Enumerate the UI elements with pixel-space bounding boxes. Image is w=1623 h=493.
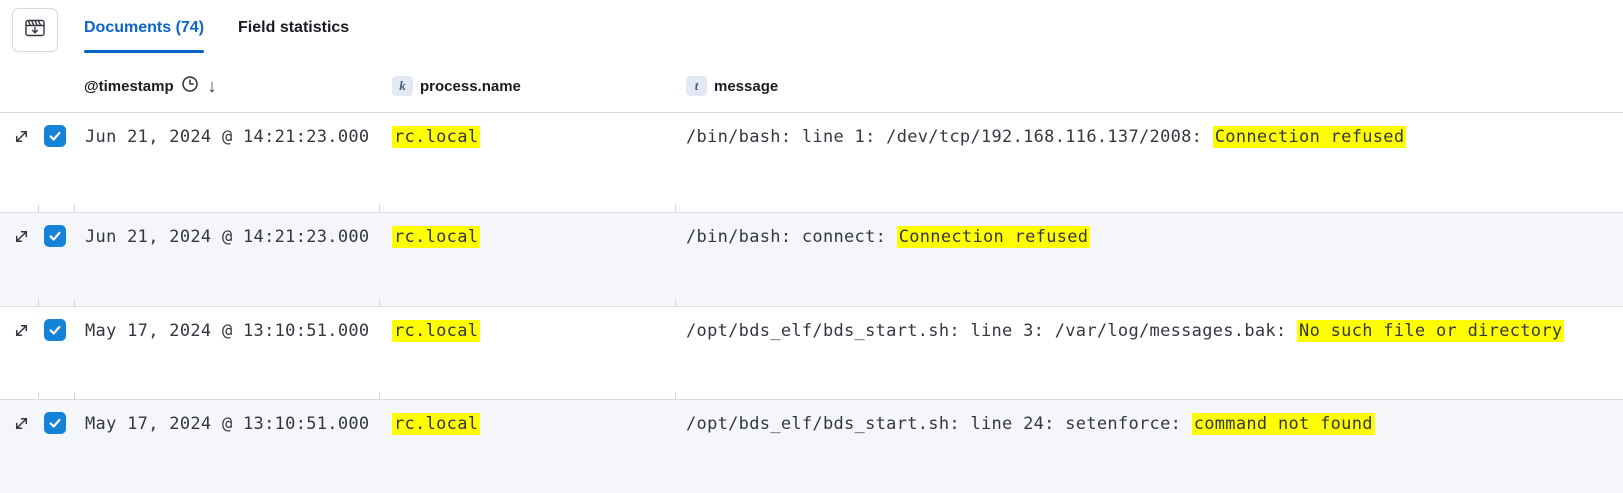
cell-divider-tick (38, 392, 39, 399)
expand-icon (15, 230, 27, 242)
film-tray-arrow-down-icon (23, 16, 47, 45)
process-name-cell[interactable]: rc.local (392, 126, 481, 148)
timestamp-cell[interactable]: Jun 21, 2024 @ 14:21:23.000 (85, 227, 370, 247)
message-cell[interactable]: /bin/bash: line 1: /dev/tcp/192.168.116.… (686, 126, 1407, 148)
expand-row-button[interactable] (11, 320, 31, 340)
row-checkbox[interactable] (44, 412, 66, 434)
cell-divider-tick (379, 392, 380, 399)
view-tabs: Documents (74) Field statistics (84, 0, 349, 56)
column-header-timestamp-label: @timestamp (84, 77, 174, 95)
display-options-button[interactable] (12, 8, 58, 52)
cell-divider-tick (675, 299, 676, 306)
column-header-message[interactable]: t message (686, 60, 778, 112)
expand-icon (15, 324, 27, 336)
timestamp-cell[interactable]: May 17, 2024 @ 13:10:51.000 (85, 321, 370, 341)
message-text: /opt/bds_elf/bds_start.sh: line 24: sete… (686, 414, 1192, 434)
process-name-cell[interactable]: rc.local (392, 413, 481, 435)
process-name-cell[interactable]: rc.local (392, 320, 481, 342)
checkmark-icon (49, 231, 61, 241)
cell-divider-tick (38, 205, 39, 212)
expand-icon (15, 417, 27, 429)
tab-documents[interactable]: Documents (74) (84, 0, 205, 56)
expand-row-button[interactable] (11, 126, 31, 146)
cell-divider-tick (675, 392, 676, 399)
message-cell[interactable]: /bin/bash: connect: Connection refused (686, 226, 1091, 248)
process-name-cell[interactable]: rc.local (392, 226, 481, 248)
highlighted-term: rc.local (392, 413, 481, 435)
column-header-process-name[interactable]: k process.name (392, 60, 521, 112)
timestamp-cell[interactable]: Jun 21, 2024 @ 14:21:23.000 (85, 127, 370, 147)
expand-icon (15, 130, 27, 142)
text-field-type-badge: t (686, 76, 707, 96)
grid-header: @timestamp ↓ k process.name t message (0, 60, 1623, 113)
message-cell[interactable]: /opt/bds_elf/bds_start.sh: line 24: sete… (686, 413, 1375, 435)
cell-divider-tick (379, 205, 380, 212)
checkmark-icon (49, 418, 61, 428)
message-text: /bin/bash: line 1: /dev/tcp/192.168.116.… (686, 127, 1213, 147)
row-checkbox[interactable] (44, 225, 66, 247)
cell-divider-tick (74, 392, 75, 399)
cell-divider-tick (675, 205, 676, 212)
column-header-process-name-label: process.name (420, 77, 521, 95)
highlighted-term: Connection refused (896, 226, 1091, 248)
cell-divider-tick (38, 299, 39, 306)
sort-descending-icon[interactable]: ↓ (207, 75, 217, 96)
highlighted-term: Connection refused (1212, 126, 1407, 148)
table-row: Jun 21, 2024 @ 14:21:23.000 rc.local /bi… (0, 205, 1623, 306)
expand-row-button[interactable] (11, 226, 31, 246)
message-text: /bin/bash: connect: (686, 227, 897, 247)
table-row: Jun 21, 2024 @ 14:21:23.000 rc.local /bi… (0, 113, 1623, 213)
cell-divider-tick (74, 299, 75, 306)
timestamp-cell[interactable]: May 17, 2024 @ 13:10:51.000 (85, 414, 370, 434)
table-row: May 17, 2024 @ 13:10:51.000 rc.local /op… (0, 392, 1623, 493)
checkmark-icon (49, 131, 61, 141)
message-cell[interactable]: /opt/bds_elf/bds_start.sh: line 3: /var/… (686, 320, 1565, 342)
message-text: /opt/bds_elf/bds_start.sh: line 3: /var/… (686, 321, 1298, 341)
highlighted-term: rc.local (392, 226, 481, 248)
highlighted-term: rc.local (392, 126, 481, 148)
row-checkbox[interactable] (44, 125, 66, 147)
highlighted-term: No such file or directory (1297, 320, 1565, 342)
highlighted-term: rc.local (392, 320, 481, 342)
highlighted-term: command not found (1191, 413, 1375, 435)
keyword-field-type-badge: k (392, 76, 413, 96)
top-bar: Documents (74) Field statistics (0, 0, 1623, 60)
cell-divider-tick (74, 205, 75, 212)
column-header-timestamp[interactable]: @timestamp ↓ (84, 60, 217, 112)
row-checkbox[interactable] (44, 319, 66, 341)
checkmark-icon (49, 325, 61, 335)
column-header-message-label: message (714, 77, 779, 95)
cell-divider-tick (379, 299, 380, 306)
tab-field-statistics[interactable]: Field statistics (238, 19, 350, 36)
clock-icon (181, 75, 199, 97)
table-row: May 17, 2024 @ 13:10:51.000 rc.local /op… (0, 299, 1623, 399)
expand-row-button[interactable] (11, 413, 31, 433)
